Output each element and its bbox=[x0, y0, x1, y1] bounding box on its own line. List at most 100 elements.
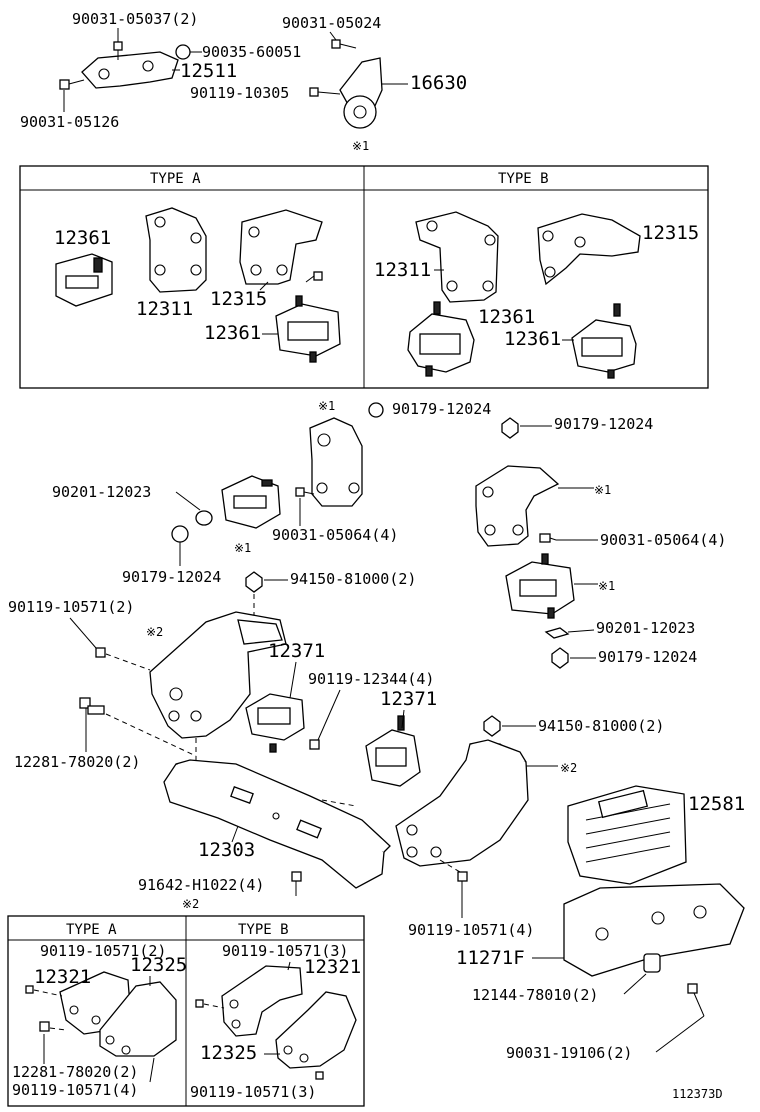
type-a-label-12315: 12315 bbox=[210, 288, 267, 310]
label-12371-b: 12371 bbox=[380, 688, 437, 710]
label-90035-60051: 90035-60051 bbox=[202, 43, 301, 61]
type-a-bracket-12315 bbox=[239, 209, 323, 285]
bolt-91642-H1022 bbox=[291, 871, 302, 896]
marker-1-right-bracket: ※1 bbox=[594, 483, 611, 497]
bolt-90031-19106 bbox=[687, 983, 705, 1017]
label-90119-10305: 90119-10305 bbox=[190, 84, 289, 102]
marker-2-right: ※2 bbox=[560, 761, 577, 775]
grommet-12144-78010 bbox=[643, 953, 661, 973]
engine-cover-12581 bbox=[567, 785, 687, 885]
left-insulator bbox=[221, 475, 281, 529]
label-12303: 12303 bbox=[198, 839, 255, 861]
bottom-type-a-bolt bbox=[25, 985, 50, 1032]
label-90119-12344: 90119-12344(4) bbox=[308, 670, 434, 688]
type-b-label-12311: 12311 bbox=[374, 259, 431, 281]
label-12511: 12511 bbox=[180, 60, 237, 82]
bottom-type-b-bracket-12321 bbox=[221, 965, 303, 1037]
bolt-90119-10571-a bbox=[95, 647, 106, 658]
stud-90035-60051 bbox=[175, 44, 191, 60]
bolt-90031-05024 bbox=[331, 39, 357, 49]
right-bracket bbox=[475, 465, 560, 547]
washer-90201-12023-a bbox=[195, 510, 213, 526]
type-b-label-12361: 12361 bbox=[478, 306, 535, 328]
nut-90179-12024-d bbox=[551, 647, 569, 669]
label-90201-12023-a: 90201-12023 bbox=[52, 483, 151, 501]
type-a-heading: TYPE A bbox=[150, 171, 201, 187]
label-90179-12024-c: 90179-12024 bbox=[122, 568, 221, 586]
label-90179-12024-a: 90179-12024 bbox=[392, 400, 491, 418]
nut-94150-81000-a bbox=[245, 571, 263, 593]
marker-1-right-insulator: ※1 bbox=[598, 579, 615, 593]
type-a-label-12311: 12311 bbox=[136, 298, 193, 320]
type-b-insulator-12361 bbox=[407, 301, 475, 377]
bottom-type-a-label-90119-10571b: 90119-10571(4) bbox=[12, 1081, 138, 1099]
bottom-type-b-bolt bbox=[195, 999, 324, 1080]
center-bracket bbox=[309, 417, 363, 507]
type-a-bolt bbox=[305, 271, 323, 283]
right-engine-mount-bracket bbox=[395, 739, 529, 867]
type-a-bracket-12311 bbox=[145, 207, 207, 293]
engine-hanger-12511 bbox=[81, 51, 179, 89]
label-94150-81000-a: 94150-81000(2) bbox=[290, 570, 416, 588]
nut-90179-12024-a bbox=[368, 402, 384, 418]
idler-pulley-16630 bbox=[339, 57, 383, 129]
type-a-insulator-12361 bbox=[55, 253, 113, 307]
bolt-90031-05064-b bbox=[539, 533, 557, 543]
bottom-type-b-label-12325: 12325 bbox=[200, 1042, 257, 1064]
marker-1-top: ※1 bbox=[352, 139, 369, 153]
label-90119-10571-a: 90119-10571(2) bbox=[8, 598, 134, 616]
label-12581: 12581 bbox=[688, 793, 745, 815]
marker-2-bottom: ※2 bbox=[182, 897, 199, 911]
label-16630: 16630 bbox=[410, 72, 467, 94]
type-a-label-12361b: 12361 bbox=[204, 322, 261, 344]
right-insulator bbox=[505, 553, 575, 619]
bottom-type-b-label-90119-10571: 90119-10571(3) bbox=[222, 942, 348, 960]
type-a-label-12361: 12361 bbox=[54, 227, 111, 249]
bolt-90119-10571-b bbox=[457, 871, 468, 896]
bottom-type-a-label-90119-10571: 90119-10571(2) bbox=[40, 942, 166, 960]
bottom-type-a-label-12281-78020: 12281-78020(2) bbox=[12, 1063, 138, 1081]
label-90031-05126: 90031-05126 bbox=[20, 113, 119, 131]
label-90179-12024-b: 90179-12024 bbox=[554, 415, 653, 433]
nut-94150-81000-b bbox=[483, 715, 501, 737]
bottom-type-a-bracket-12325 bbox=[99, 981, 177, 1057]
bottom-type-a-heading: TYPE A bbox=[66, 922, 117, 938]
bolt-90119-12344 bbox=[309, 739, 320, 750]
type-b-insulator-12361b bbox=[571, 303, 637, 379]
bolt-90031-05064-a bbox=[295, 487, 315, 497]
label-90031-19106: 90031-19106(2) bbox=[506, 1044, 632, 1062]
insulator-12371-b bbox=[365, 715, 421, 787]
nut-90179-12024-c bbox=[171, 525, 189, 543]
type-b-label-12361b: 12361 bbox=[504, 328, 561, 350]
label-12371-a: 12371 bbox=[268, 640, 325, 662]
bottom-type-a-label-12321: 12321 bbox=[34, 966, 91, 988]
cylinder-head-cover-11271F bbox=[563, 883, 745, 977]
marker-1-bracket: ※1 bbox=[318, 399, 335, 413]
label-90031-05064-b: 90031-05064(4) bbox=[600, 531, 726, 549]
type-b-label-12315: 12315 bbox=[642, 222, 699, 244]
label-90031-05024: 90031-05024 bbox=[282, 14, 381, 32]
left-engine-mount-bracket bbox=[149, 611, 287, 739]
bottom-type-b-bracket-12325 bbox=[275, 991, 357, 1069]
label-90031-05064-a: 90031-05064(4) bbox=[272, 526, 398, 544]
bottom-type-b-heading: TYPE B bbox=[238, 922, 289, 938]
label-11271F: 11271F bbox=[456, 947, 525, 969]
label-91642-H1022: 91642-H1022(4) bbox=[138, 876, 264, 894]
label-90201-12023-b: 90201-12023 bbox=[596, 619, 695, 637]
marker-1-left-insulator: ※1 bbox=[234, 541, 251, 555]
diagram-reference-code: 112373D bbox=[672, 1087, 723, 1101]
bolt-90031-05126 bbox=[59, 79, 85, 90]
type-a-insulator-12361b bbox=[275, 295, 341, 363]
label-12281-78020-a: 12281-78020(2) bbox=[14, 753, 140, 771]
insulator-12371-a bbox=[245, 693, 305, 753]
bottom-type-b-label-12321: 12321 bbox=[304, 956, 361, 978]
label-12144-78010: 12144-78010(2) bbox=[472, 986, 598, 1004]
stud-12281-78020 bbox=[79, 697, 105, 715]
type-b-bracket-12311 bbox=[415, 211, 499, 303]
marker-2-left: ※2 bbox=[146, 625, 163, 639]
bottom-type-a-label-12325: 12325 bbox=[130, 954, 187, 976]
label-90179-12024-d: 90179-12024 bbox=[598, 648, 697, 666]
crossmember-12303 bbox=[163, 759, 391, 889]
label-90031-05037: 90031-05037(2) bbox=[72, 10, 198, 28]
